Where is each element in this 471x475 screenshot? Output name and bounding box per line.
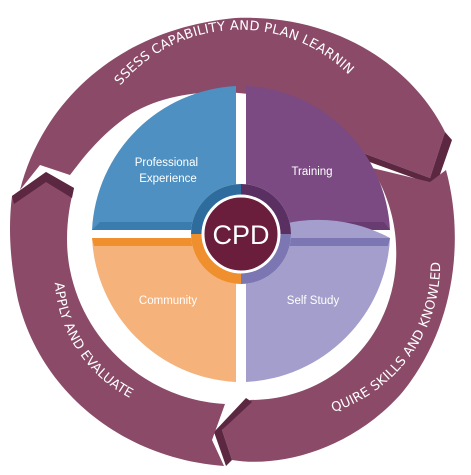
ring-segment-apply [10,172,225,466]
ring-segment-assess-shadow [360,132,452,186]
ring-segment-apply-shadow [12,172,74,204]
center-accent-blue [191,184,241,234]
quadrant-community [92,238,236,382]
quadrant-label-professional-experience: Professional Experience [135,157,202,185]
center-accent-orange [191,234,241,284]
ring-segment-acquire [222,168,455,462]
ring-segment-assess [20,17,445,190]
quadrant-training [246,86,390,230]
quadrant-label-self-study: Self Study [287,295,340,307]
quadrant-professional-experience [92,86,236,230]
center-label: CPD [212,220,269,250]
center-accent-lilac [241,234,291,284]
outer-ring [10,17,455,466]
quadrant-label-community: Community [139,295,197,307]
center-circle [201,194,281,274]
quadrant-label-training: Training [291,166,332,178]
center-accent-purple [241,184,291,234]
ring-segment-acquire-shadow [214,398,252,466]
